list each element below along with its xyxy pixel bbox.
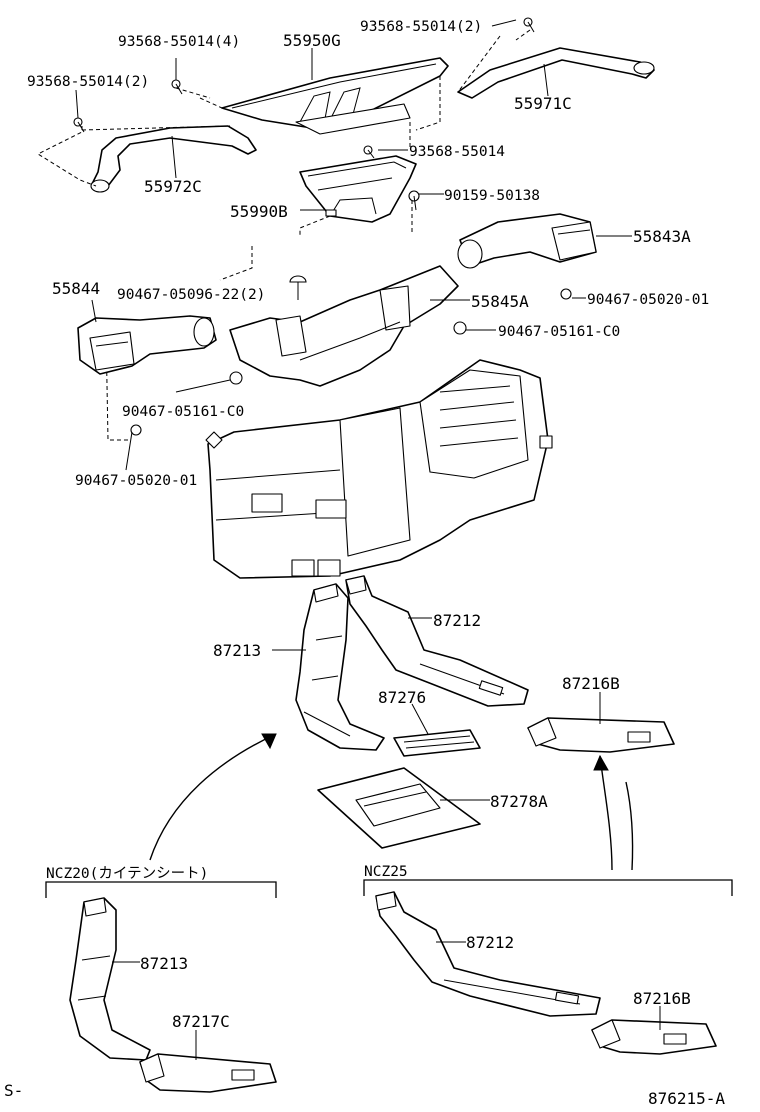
label-ncz20-87217C: 87217C — [172, 1012, 230, 1031]
label-ncz25-87212: 87212 — [466, 933, 514, 952]
cover-87278A — [317, 767, 481, 849]
label-ncz20-variant: NCZ20(カイテンシート) — [46, 866, 208, 882]
corner-code: S- — [4, 1081, 23, 1100]
defroster-nozzle-55950G — [221, 57, 449, 135]
label-90467-05020-01-left: 90467-05020-01 — [75, 473, 197, 489]
defroster-duct-55990B — [299, 155, 417, 223]
label-87278A: 87278A — [490, 792, 548, 811]
label-90467-05161-c0-left: 90467-05161-C0 — [122, 404, 244, 420]
label-87213: 87213 — [213, 641, 261, 660]
label-87212: 87212 — [433, 611, 481, 630]
label-90159-50138: 90159-50138 — [444, 188, 540, 204]
label-55990B: 55990B — [230, 202, 288, 221]
label-90467-05020-01-right: 90467-05020-01 — [587, 292, 709, 308]
label-93568-55014: 93568-55014 — [409, 144, 505, 160]
label-93568-55014-4: 93568-55014(4) — [118, 34, 240, 50]
side-defroster-duct-55971C — [457, 47, 655, 99]
filter-87276 — [393, 729, 481, 757]
vent-duct-55844 — [77, 315, 217, 375]
diagram-number: 876215-A — [648, 1089, 725, 1108]
ncz20-duct-87217C — [139, 1053, 277, 1093]
label-ncz25-87216B: 87216B — [633, 989, 691, 1008]
label-87276: 87276 — [378, 688, 426, 707]
label-55972C: 55972C — [144, 177, 202, 196]
foot-duct-87212 — [345, 575, 529, 707]
label-90467-05096-22: 90467-05096-22(2) — [117, 287, 265, 303]
label-93568-55014-2-left: 93568-55014(2) — [27, 74, 149, 90]
label-55844: 55844 — [52, 279, 100, 298]
ncz25-pointer-arrow-right — [625, 781, 634, 871]
ncz25-pointer-arrow-left — [599, 755, 613, 871]
leader-lines — [75, 19, 661, 1060]
center-duct-55845A — [229, 265, 459, 387]
side-defroster-duct-55972C — [90, 125, 257, 193]
clip-icon — [130, 275, 572, 436]
ncz25-duct-87216B — [591, 1019, 717, 1055]
ncz25-group-bracket — [363, 879, 733, 896]
ncz20-duct-87213 — [69, 897, 151, 1061]
label-93568-55014-2-right: 93568-55014(2) — [360, 19, 482, 35]
label-55950G: 55950G — [283, 31, 341, 50]
heater-unit — [205, 359, 553, 579]
vent-duct-55843A — [457, 213, 597, 269]
label-90467-05161-c0-right: 90467-05161-C0 — [498, 324, 620, 340]
label-55971C: 55971C — [514, 94, 572, 113]
ncz20-pointer-arrow — [149, 733, 277, 861]
duct-87216B — [527, 717, 675, 753]
label-55843A: 55843A — [633, 227, 691, 246]
foot-duct-87213 — [295, 583, 385, 751]
label-55845A: 55845A — [471, 292, 529, 311]
ncz25-duct-87212 — [375, 891, 601, 1017]
ncz20-group-bracket — [45, 881, 277, 898]
label-ncz25-variant: NCZ25 — [364, 864, 408, 880]
label-ncz20-87213: 87213 — [140, 954, 188, 973]
label-87216B: 87216B — [562, 674, 620, 693]
